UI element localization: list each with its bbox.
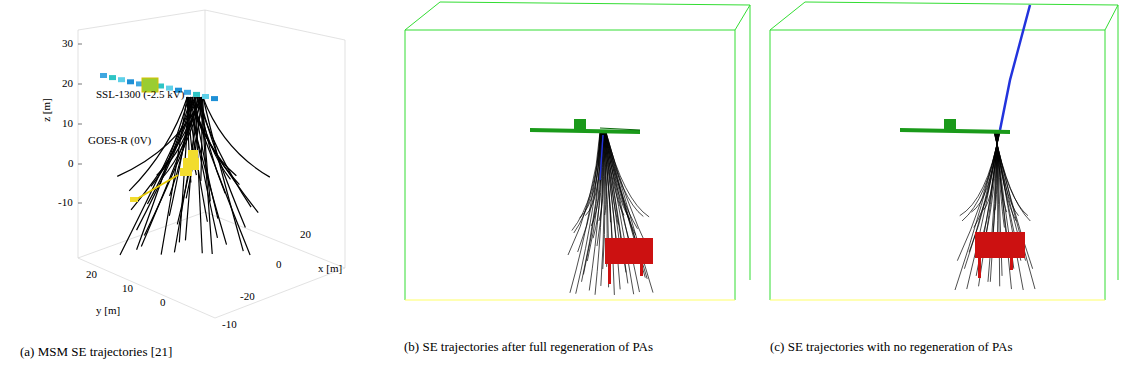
- panel-a-axes: [78, 10, 345, 318]
- plot-label: 0: [68, 157, 74, 169]
- trajectory-line: [595, 132, 602, 295]
- plot-label: 10: [122, 282, 133, 294]
- trajectory-line: [967, 132, 999, 289]
- plot-label: 0: [160, 296, 166, 308]
- trajectory-line: [203, 97, 270, 177]
- subfigure-caption: (a) MSM SE trajectories [21]: [20, 345, 380, 359]
- trajectory-line: [144, 97, 203, 235]
- trajectory-line: [994, 132, 1035, 289]
- plot-label: -10: [222, 318, 237, 330]
- domain-box-c: [770, 2, 1118, 300]
- solar-panel-cell: [109, 75, 116, 80]
- target-c: [975, 232, 1025, 278]
- spacecraft-c: [900, 119, 1010, 134]
- trajectory-line: [576, 132, 601, 294]
- trajectory-line: [988, 132, 998, 282]
- trajectory-line: [986, 132, 998, 235]
- trajectory-line: [995, 132, 1028, 216]
- solar-panel-cell: [193, 92, 200, 97]
- solar-panel-cell: [211, 96, 218, 101]
- trajectory-line: [606, 132, 653, 293]
- plot-label: -20: [240, 290, 255, 302]
- trajectory-line: [197, 97, 251, 207]
- target-b: [605, 238, 653, 284]
- blue-trajectory: [600, 135, 603, 180]
- plot-label: x [m]: [318, 262, 342, 274]
- escaping-trajectory: [1000, 5, 1030, 130]
- solar-panel-cell: [118, 77, 125, 82]
- trajectory-line: [601, 132, 604, 286]
- trajectories-c: [955, 132, 1035, 290]
- trajectory-line: [203, 97, 243, 251]
- trajectory-line: [606, 132, 649, 217]
- plot-label: y [m]: [96, 304, 120, 316]
- trajectories-b: [568, 132, 653, 295]
- goes-r: [130, 150, 199, 202]
- trajectory-line: [605, 132, 639, 292]
- trajectory-line: [187, 97, 258, 213]
- subfigure-caption: (b) SE trajectories after full regenerat…: [404, 340, 749, 354]
- trajectories-a: [117, 97, 270, 255]
- plot-label: SSL-1300 (-2.5 kV): [96, 88, 184, 100]
- plot-label: 30: [62, 37, 73, 49]
- trajectory-line: [589, 132, 601, 290]
- trajectory-line: [990, 132, 997, 282]
- domain-box-b: [405, 2, 750, 300]
- solar-panel-cell: [184, 90, 191, 95]
- plot-label: 0: [276, 258, 282, 270]
- trajectory-line: [993, 132, 998, 235]
- trajectory-line: [606, 132, 651, 256]
- trajectory-line: [190, 97, 250, 255]
- trajectory-line: [192, 97, 240, 185]
- axis-label: z [m]: [40, 98, 52, 122]
- trajectory-line: [994, 132, 1030, 221]
- solar-panel-cell: [202, 94, 209, 99]
- panel-a-ticks: [78, 44, 82, 203]
- trajectory-line: [995, 132, 1018, 216]
- solar-panel-cell: [100, 73, 107, 78]
- plot-label: -10: [58, 196, 73, 208]
- plot-label: GOES-R (0V): [88, 134, 151, 146]
- plot-label: 20: [300, 228, 311, 240]
- plot-label: 20: [86, 268, 97, 280]
- trajectory-line: [955, 132, 1000, 290]
- spacecraft-b: [530, 119, 640, 134]
- trajectory-line: [979, 132, 999, 286]
- trajectory-line: [971, 132, 998, 212]
- solar-panel-cell: [127, 79, 134, 84]
- trajectory-line: [187, 97, 226, 245]
- plot-label: 10: [62, 117, 73, 129]
- trajectory-line: [597, 132, 603, 246]
- plot-label: 20: [62, 77, 73, 89]
- trajectory-line: [599, 132, 604, 221]
- subfigure-caption: (c) SE trajectories with no regeneration…: [770, 340, 1120, 354]
